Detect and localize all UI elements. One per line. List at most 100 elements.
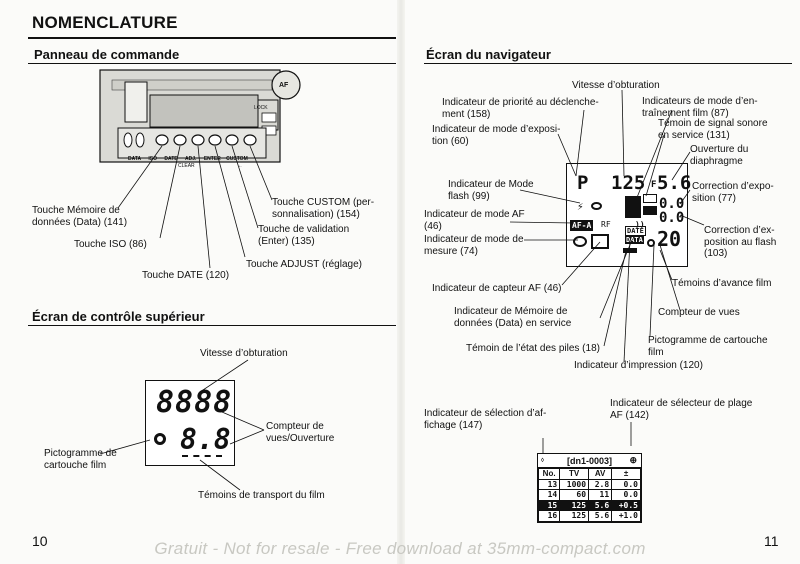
af-range-icon: ⊕ — [629, 455, 637, 465]
nav-af-sensor-label: Indicateur de capteur AF (46) — [432, 283, 562, 294]
cell-no: 13 — [537, 478, 561, 490]
table-header-row: No. TV AV ± — [537, 468, 641, 480]
nav-flash-mode-label: Indicateur de Mode flash (99) — [448, 179, 534, 202]
cell-no: 16 — [537, 510, 561, 522]
title-rule — [28, 37, 396, 39]
cell-av: 2.8 — [588, 478, 613, 490]
enter-button-callout: Touche de validation (Enter) (135) — [258, 224, 350, 247]
cell-comp: +0.5 — [611, 499, 641, 511]
flash-lightning-icon: ⚡ — [577, 200, 584, 213]
page-spine — [397, 0, 405, 564]
table-row: 13 1000 2.8 0.0 — [537, 478, 641, 490]
top-lcd-screen: 8888 8.8 — [145, 380, 235, 466]
panel-label-clear: CLEAR — [178, 163, 195, 169]
nav-aperture-value: 5.6 — [657, 172, 692, 194]
panel-label-adj: ADJ. — [185, 156, 197, 162]
cell-no: 15 — [537, 499, 561, 511]
table-row: 16 125 5.6 +1.0 — [537, 510, 641, 522]
data-memory-title-bar: ◊ [dn1-0003] ⊕ — [538, 454, 641, 468]
top-lcd-shutter-label: Vitesse d’obturation — [200, 348, 288, 359]
top-lcd-cartridge-label: Pictogramme de cartouche film — [44, 448, 117, 471]
data-memory-table: No. TV AV ± 13 1000 2.8 0.0 14 60 11 0.0… — [537, 468, 641, 522]
nav-af-mode: AF-A — [570, 220, 594, 231]
panel-label-enter: ENTER — [203, 156, 221, 162]
top-lcd-counter-label: Compteur de vues/Ouverture — [266, 421, 335, 444]
iso-button-callout: Touche ISO (86) — [74, 239, 147, 250]
speaker-beep-icon: )) — [635, 220, 645, 229]
col-header-no: No. — [537, 468, 561, 480]
section-rule-right — [424, 63, 792, 64]
drive-mode-icon — [625, 196, 641, 218]
cell-tv: 60 — [559, 489, 590, 501]
eye-redeye-icon — [591, 202, 602, 210]
af-dial-label: AF — [279, 82, 289, 89]
nav-mode-letter: P — [577, 172, 589, 194]
nav-shutter-label: Vitesse d’obturation — [572, 80, 660, 91]
nav-exposure-comp: 0.0 — [659, 196, 685, 212]
nav-date-tag: DATE — [625, 226, 646, 236]
lcd-counter-digits: 8.8 — [180, 423, 231, 456]
lcd-shutter-digits: 8888 — [156, 385, 233, 420]
nav-exp-comp-label: Correction d’expo- sition (77) — [692, 181, 774, 204]
film-cartridge-icon — [647, 239, 655, 247]
data-memory-display: ◊ [dn1-0003] ⊕ No. TV AV ± 13 1000 2.8 0… — [537, 453, 642, 523]
panel-label-arrow: ← — [238, 163, 243, 169]
nav-shutter-value: 125 — [611, 172, 646, 194]
panel-label-date: DATE — [164, 156, 178, 162]
top-lcd-transport-label: Témoins de transport du film — [198, 490, 325, 501]
panel-label-custom: CUSTOM — [226, 156, 248, 162]
section-control-panel-heading: Panneau de commande — [34, 47, 180, 62]
nav-expo-mode-label: Indicateur de mode d’exposi- tion (60) — [432, 124, 561, 147]
nav-imprint-label: Indicateur d’impression (120) — [574, 360, 703, 371]
nav-battery-label: Témoin de l’état des piles (18) — [466, 343, 600, 354]
nav-flash-comp-label: Correction d’ex- position au flash (103) — [704, 225, 777, 259]
nav-advance-label: Témoins d’avance film — [672, 278, 772, 289]
nav-counter-label: Compteur de vues — [658, 307, 740, 318]
cell-av: 5.6 — [588, 499, 613, 511]
cell-tv: 125 — [559, 510, 590, 522]
af-frame-icon — [591, 234, 609, 249]
table-row-selected: 15 125 5.6 +0.5 — [537, 499, 641, 511]
section-rule — [28, 63, 396, 64]
beep-icon — [643, 194, 657, 203]
cell-tv: 125 — [559, 499, 590, 511]
panel-label-iso: ISO — [148, 156, 157, 162]
nav-data-mem-label: Indicateur de Mémoire de données (Data) … — [454, 306, 572, 329]
nav-drive-label: Indicateurs de mode d’en- traînement fil… — [642, 96, 758, 119]
data-memory-title: [dn1-0003] — [566, 455, 612, 466]
nav-beep-label: Témoin de signal sonore en service (131) — [658, 118, 768, 141]
section-top-lcd-heading: Écran de contrôle supérieur — [32, 309, 205, 324]
nav-f-label: F — [651, 180, 657, 190]
battery-icon — [623, 248, 637, 253]
cell-comp: +1.0 — [611, 510, 641, 522]
cell-tv: 1000 — [559, 478, 590, 490]
metering-eye-icon — [573, 236, 587, 247]
film-cartridge-icon — [154, 433, 166, 445]
nav-cartridge-label: Pictogramme de cartouche film — [648, 335, 768, 358]
footer-watermark: Gratuit - Not for resale - Free download… — [154, 539, 646, 558]
nav-metering-label: Indicateur de mode de mesure (74) — [424, 234, 524, 257]
cell-av: 11 — [588, 489, 613, 501]
col-header-comp: ± — [611, 468, 641, 480]
panel-label-data: DATA — [128, 156, 141, 162]
date-button-callout: Touche DATE (120) — [142, 270, 230, 281]
drive-indicator-icon — [643, 206, 657, 215]
adjust-button-callout: Touche ADJUST (réglage) — [246, 259, 362, 270]
nav-rf-label: RF — [601, 220, 611, 229]
cell-no: 14 — [537, 489, 561, 501]
table-row: 14 60 11 0.0 — [537, 489, 641, 501]
section-navigator-heading: Écran du navigateur — [426, 47, 551, 62]
page-title: NOMENCLATURE — [32, 13, 178, 32]
custom-button-callout: Touche CUSTOM (per- sonnalisation) (154) — [272, 197, 375, 220]
nav-display-sel-label: Indicateur de sélection d’af- fichage (1… — [424, 408, 547, 431]
nav-af-mode-label: Indicateur de mode AF (46) — [424, 209, 525, 232]
lock-label: LOCK — [254, 105, 268, 111]
data-button-callout: Touche Mémoire de données (Data) (141) — [32, 205, 128, 228]
page-number-left: 10 — [32, 533, 48, 549]
col-header-av: AV — [588, 468, 613, 480]
nav-aperture-label: Ouverture du diaphragme — [690, 144, 749, 167]
